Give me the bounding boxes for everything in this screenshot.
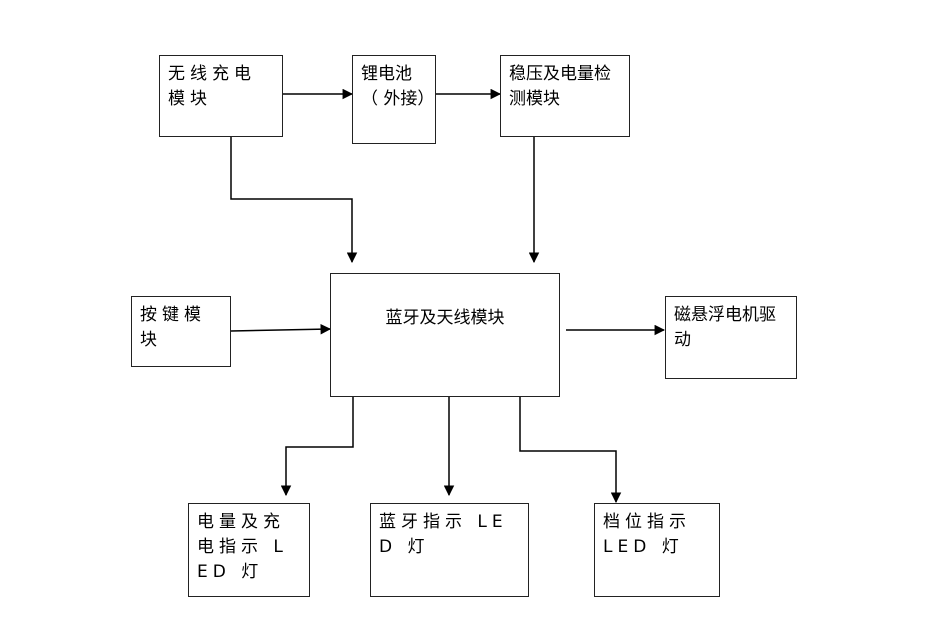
node-button: 按键模块	[131, 296, 231, 367]
node-charge-led: 电量及充电指示 LED 灯	[188, 503, 310, 597]
node-wireless-charging: 无线充电模块	[159, 55, 283, 137]
node-regulator-detect: 稳压及电量检测模块	[500, 55, 630, 137]
node-bluetooth-antenna: 蓝牙及天线模块	[330, 273, 560, 397]
node-label: 档位指示 LED 灯	[603, 512, 691, 557]
arrow-charging-to-bluetooth	[230, 136, 358, 264]
node-gear-led: 档位指示 LED 灯	[594, 503, 720, 597]
node-label: 蓝牙指示 LED 灯	[379, 512, 508, 557]
arrow-bluetooth-to-charge-led	[280, 397, 354, 497]
node-label: 锂电池（ 外接）	[361, 64, 435, 109]
arrow-button-to-bluetooth	[230, 323, 332, 335]
node-label: 蓝牙及天线模块	[385, 308, 505, 328]
node-label: 稳压及电量检测模块	[509, 64, 611, 109]
node-bluetooth-led: 蓝牙指示 LED 灯	[370, 503, 529, 597]
node-label: 电量及充电指示 LED 灯	[197, 512, 288, 582]
node-maglev-motor: 磁悬浮电机驱动	[665, 296, 797, 379]
arrow-bluetooth-to-gear-led	[519, 397, 622, 504]
node-lithium-battery: 锂电池（ 外接）	[352, 55, 436, 144]
node-label: 按键模块	[140, 305, 206, 350]
node-label: 无线充电模块	[168, 64, 256, 109]
node-label: 磁悬浮电机驱动	[674, 305, 776, 350]
